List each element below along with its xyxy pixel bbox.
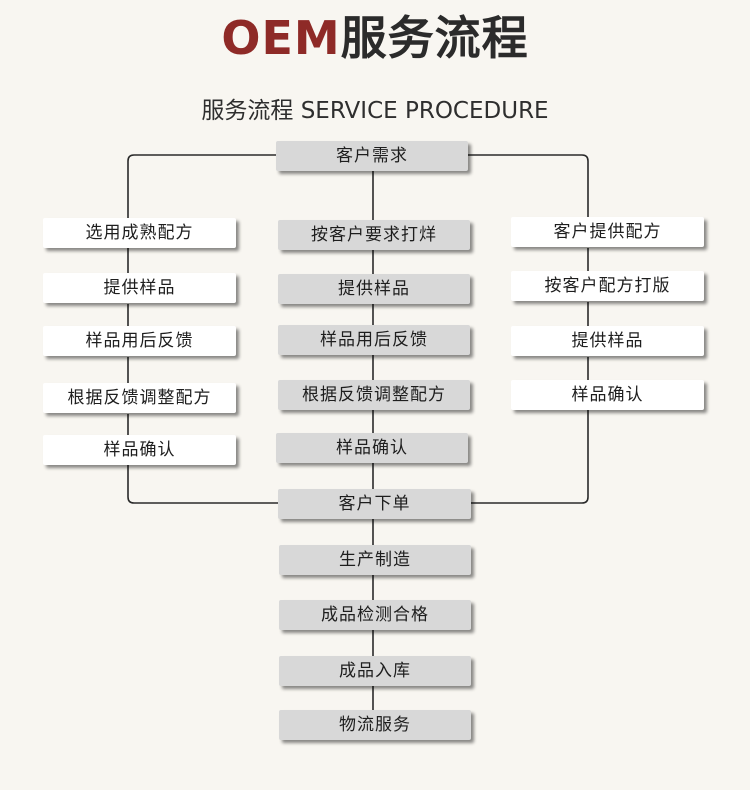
node-right-step-1: 客户提供配方 [511, 217, 704, 247]
node-warehousing: 成品入库 [279, 656, 471, 686]
node-center-step-4: 根据反馈调整配方 [278, 380, 470, 410]
node-center-step-3: 样品用后反馈 [278, 325, 470, 355]
title-oem: OEM [221, 11, 341, 65]
title-service-flow: 服务流程 [340, 11, 529, 65]
node-left-step-5: 样品确认 [43, 435, 236, 465]
node-center-step-1: 按客户要求打烊 [278, 220, 470, 250]
node-left-step-2: 提供样品 [43, 273, 236, 303]
node-logistics: 物流服务 [279, 710, 471, 740]
node-production: 生产制造 [279, 545, 471, 575]
node-customer-demand: 客户需求 [276, 141, 468, 171]
node-right-step-2: 按客户配方打版 [511, 271, 704, 301]
page-subtitle: 服务流程 SERVICE PROCEDURE [201, 98, 549, 124]
node-customer-order: 客户下单 [278, 489, 471, 519]
node-right-step-4: 样品确认 [511, 380, 704, 410]
node-right-step-3: 提供样品 [511, 326, 704, 356]
node-center-step-2: 提供样品 [278, 274, 470, 304]
right-loop-line [468, 154, 589, 218]
left-bottom-line [127, 465, 278, 504]
node-left-step-1: 选用成熟配方 [43, 218, 236, 248]
page-title: OEM服务流程 [0, 6, 750, 70]
left-loop-line [127, 154, 276, 218]
right-bottom-line [471, 410, 589, 504]
node-left-step-4: 根据反馈调整配方 [43, 383, 236, 413]
node-left-step-3: 样品用后反馈 [43, 326, 236, 356]
node-quality-check: 成品检测合格 [279, 600, 471, 630]
node-center-step-5: 样品确认 [276, 433, 468, 463]
